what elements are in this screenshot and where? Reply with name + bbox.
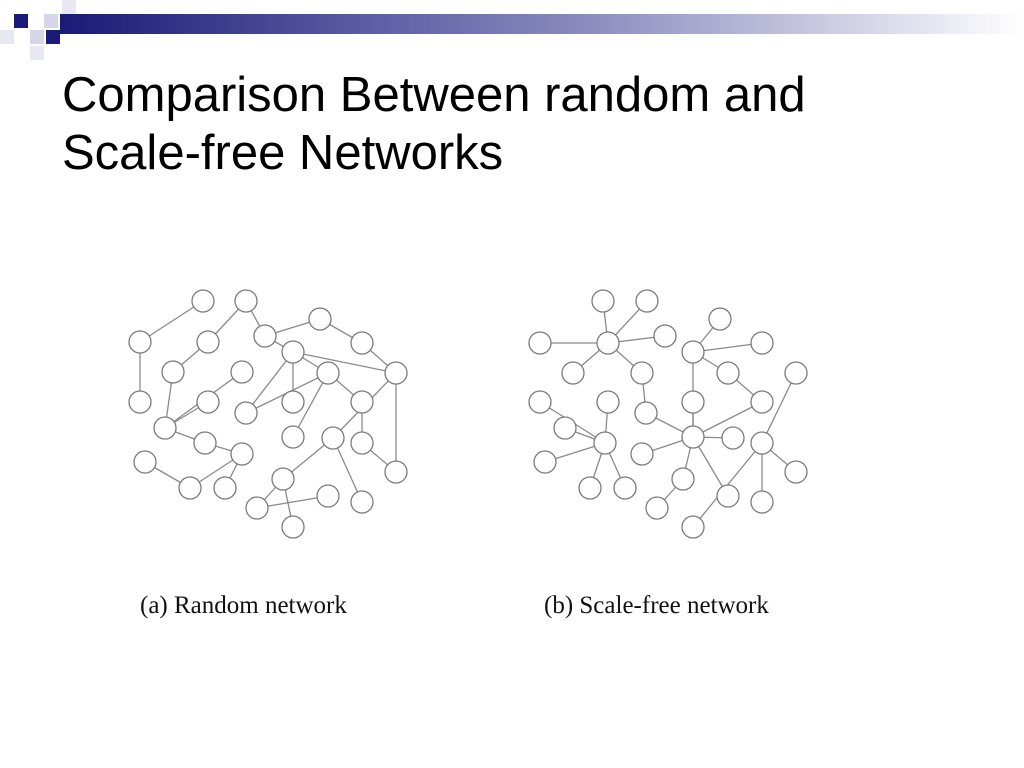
scale-free-network-node: [750, 390, 774, 414]
random-network-node: [128, 390, 152, 414]
scale-free-network-hub-node: [681, 425, 705, 449]
random-network-edge: [139, 300, 204, 343]
random-network-edge: [292, 351, 397, 374]
scale-free-network-edge: [692, 401, 763, 438]
random-network-node: [350, 331, 374, 355]
banner-square: [62, 0, 76, 14]
random-network-node: [350, 390, 374, 414]
scale-free-network-node: [596, 390, 620, 414]
random-network-node: [230, 442, 254, 466]
caption-random-network: (a) Random network: [140, 592, 347, 619]
scale-free-network-node: [721, 426, 745, 450]
random-network-node: [161, 360, 185, 384]
random-network-node: [193, 431, 217, 455]
scale-free-network-node: [561, 361, 585, 385]
scale-free-network-node: [671, 467, 695, 491]
banner-square: [30, 30, 44, 44]
random-network-node: [196, 390, 220, 414]
scale-free-network-node: [784, 361, 808, 385]
scale-free-network-node: [645, 496, 669, 520]
scale-free-network-node: [750, 331, 774, 355]
random-network-edge: [332, 437, 363, 503]
scale-free-network-node: [716, 484, 740, 508]
random-network-node: [281, 515, 305, 539]
scale-free-network-node: [708, 307, 732, 331]
random-network-node: [191, 289, 215, 313]
scale-free-network-node: [681, 390, 705, 414]
header-banner: [0, 0, 1024, 60]
random-network-node: [234, 289, 258, 313]
scale-free-network-node: [750, 490, 774, 514]
random-network-node: [230, 360, 254, 384]
random-network-node: [213, 476, 237, 500]
random-network-node: [281, 390, 305, 414]
random-network-node: [316, 484, 340, 508]
random-network-node: [153, 416, 177, 440]
random-network-node: [316, 361, 340, 385]
random-network-graph: [128, 289, 408, 539]
scale-free-network-node: [553, 416, 577, 440]
banner-square: [0, 30, 14, 44]
random-network-node: [253, 324, 277, 348]
scale-free-network-node: [634, 401, 658, 425]
scale-free-network-hub-node: [593, 431, 617, 455]
scale-free-network-node: [681, 515, 705, 539]
random-network-node: [245, 496, 269, 520]
random-network-edge: [256, 495, 329, 509]
random-network-node: [133, 450, 157, 474]
banner-square: [14, 14, 28, 28]
scale-free-network-hub-node: [596, 331, 620, 355]
scale-free-network-node: [630, 442, 654, 466]
banner-square: [44, 14, 58, 28]
scale-free-network-node: [613, 476, 637, 500]
caption-scale-free-network: (b) Scale-free network: [544, 592, 769, 619]
banner-square: [30, 46, 44, 60]
random-network-node: [321, 426, 345, 450]
scale-free-network-node: [578, 476, 602, 500]
title-line-1: Comparison Between random and: [62, 68, 806, 122]
random-network-node: [178, 476, 202, 500]
scale-free-network-node: [750, 431, 774, 455]
banner-gradient-bar: [60, 14, 1024, 34]
random-network-node: [281, 425, 305, 449]
random-network-edge: [245, 351, 294, 414]
scale-free-network-graph: [528, 289, 808, 539]
random-network-node: [128, 330, 152, 354]
scale-free-network-edge: [761, 372, 797, 444]
scale-free-network-node: [784, 460, 808, 484]
random-network-node: [234, 401, 258, 425]
random-network-node: [384, 361, 408, 385]
scale-free-network-node: [528, 331, 552, 355]
random-network-node: [350, 431, 374, 455]
scale-free-network-node: [630, 361, 654, 385]
random-network-node: [281, 340, 305, 364]
slide-title: Comparison Between random and Scale-free…: [62, 66, 982, 182]
scale-free-network-node: [635, 289, 659, 313]
random-network-node: [196, 330, 220, 354]
scale-free-network-node: [653, 324, 677, 348]
scale-free-network-node: [528, 390, 552, 414]
random-network-node: [308, 307, 332, 331]
scale-free-network-node: [533, 450, 557, 474]
title-line-2: Scale-free Networks: [62, 126, 504, 180]
scale-free-network-node: [591, 289, 615, 313]
banner-square: [46, 30, 60, 44]
random-network-node: [271, 467, 295, 491]
scale-free-network-node: [716, 361, 740, 385]
random-network-node: [384, 460, 408, 484]
random-network-node: [350, 490, 374, 514]
random-network-edge: [292, 372, 329, 438]
scale-free-network-node: [681, 340, 705, 364]
